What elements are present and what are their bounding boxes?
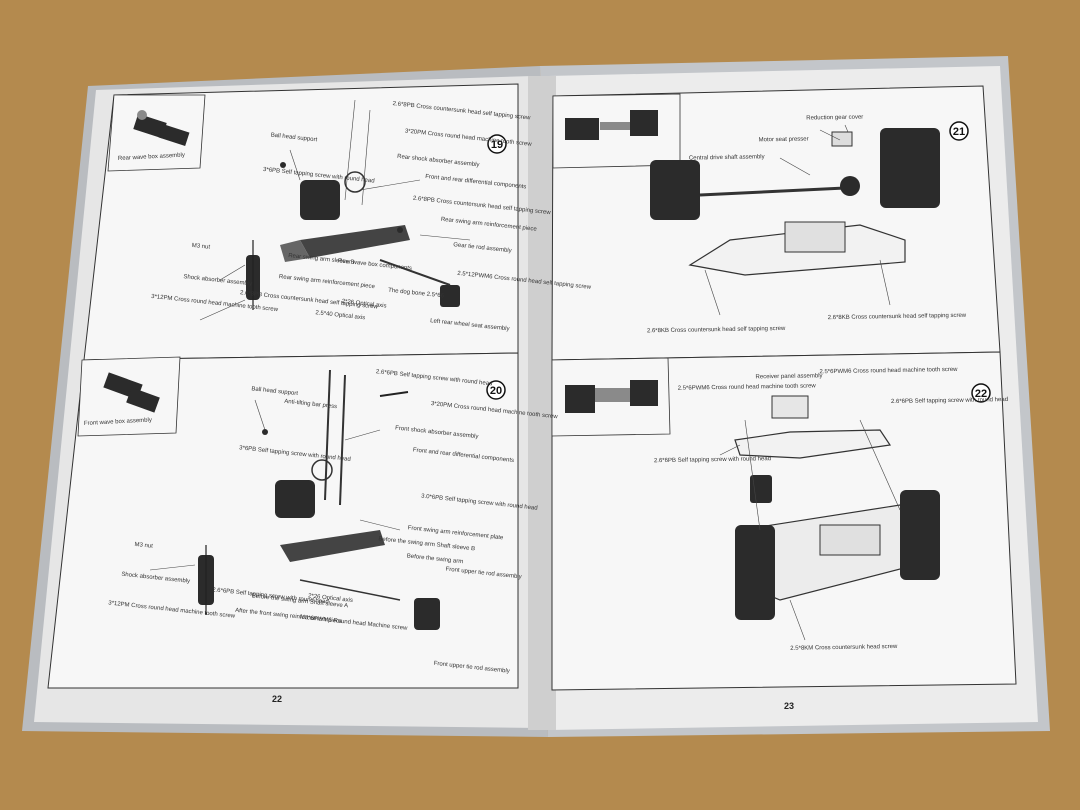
step-21-number: 21 xyxy=(953,126,965,138)
step20-label: Before the swing arm xyxy=(406,553,463,565)
step22-label: 2.6*6PB Self tapping screw with round he… xyxy=(654,456,771,464)
step-19-number: 19 xyxy=(491,139,503,151)
step20-thumbnail-part xyxy=(103,372,160,413)
step19-illustration xyxy=(133,99,471,321)
step20-panel xyxy=(47,352,519,689)
step21-label: 2.6*8KB Cross countersunk head self tapp… xyxy=(828,313,967,321)
step19-label: Ball head support xyxy=(270,132,317,143)
step-19-badge: 19 xyxy=(487,134,507,154)
step19-label: M3 nut xyxy=(191,243,210,251)
step22-label: 2.5*6PWM6 Cross round head machine tooth… xyxy=(678,383,817,391)
step22-illustration xyxy=(565,380,940,641)
step21-label: Central drive shaft assembly xyxy=(689,154,765,161)
step20-label: 2*26 Optical axis xyxy=(308,593,353,604)
step22-label: 2.6*6PB Self tapping screw with round he… xyxy=(891,397,1008,405)
step19-label: 2.5*40 Optical axis xyxy=(315,310,365,321)
step-22-number: 22 xyxy=(975,388,987,400)
step22-labels: Receiver panel assembly 2.5*6PWM6 Cross … xyxy=(654,367,1008,652)
step19-thumbnail-caption: Rear wave box assembly xyxy=(118,152,185,161)
step20-label: Ball head support xyxy=(251,386,298,397)
step20-label: M3 nut xyxy=(134,542,153,550)
step19-thumbnail-part xyxy=(133,110,190,146)
step20-thumbnail-caption: Front wave box assembly xyxy=(84,417,152,427)
step21-illustration xyxy=(565,110,940,316)
step22-label: Receiver panel assembly xyxy=(755,373,822,380)
step22-panel xyxy=(551,351,1017,691)
step-20-number: 20 xyxy=(490,385,502,397)
step22-thumbnail-part xyxy=(565,380,658,413)
step-21-badge: 21 xyxy=(949,121,969,141)
step22-label: 2.5*6PWM6 Cross round head machine tooth… xyxy=(819,367,958,375)
left-page-number: 22 xyxy=(272,694,282,704)
step-20-badge: 20 xyxy=(486,380,506,400)
step21-thumbnail-part xyxy=(565,110,658,140)
step20-illustration xyxy=(103,369,440,630)
step22-label: 2.5*8KM Cross countersunk head screw xyxy=(790,644,898,652)
step19-label: The dog bone 2.5*66 xyxy=(388,288,445,300)
step21-label: 2.6*8KB Cross countersunk head self tapp… xyxy=(647,326,786,334)
step21-label: Reduction gear cover xyxy=(806,115,863,122)
step21-labels: Reduction gear cover Motor seat presser … xyxy=(647,115,967,335)
step19-label: 2*26 Optical axis xyxy=(341,299,386,310)
step-22-badge: 22 xyxy=(971,383,991,403)
step20-label: Anti-tilting bar press xyxy=(284,399,337,411)
step21-label: Motor seat presser xyxy=(759,136,809,143)
right-page-number: 23 xyxy=(784,701,794,711)
spine-shadow xyxy=(528,76,556,730)
